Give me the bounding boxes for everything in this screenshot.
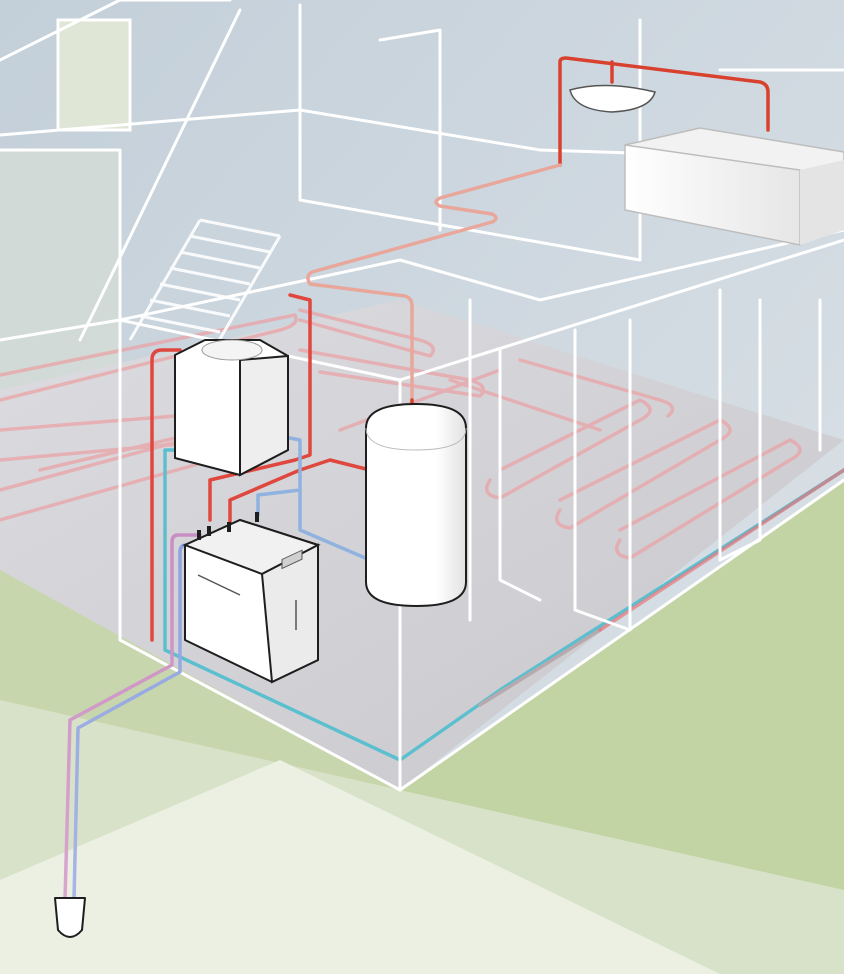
ground-probe [55, 898, 85, 937]
cylinder-tank-icon [366, 404, 466, 606]
borehole-probe-icon [55, 898, 85, 937]
buffer-tank [175, 340, 288, 475]
hot-water-cylinder [366, 404, 466, 606]
pipe-connector [255, 512, 259, 522]
pipe-connector [197, 530, 201, 540]
buffer-tank-lid [202, 340, 262, 360]
pipe-connector [207, 526, 211, 536]
pipe-connector [227, 522, 231, 532]
upper-window-left [58, 20, 130, 130]
